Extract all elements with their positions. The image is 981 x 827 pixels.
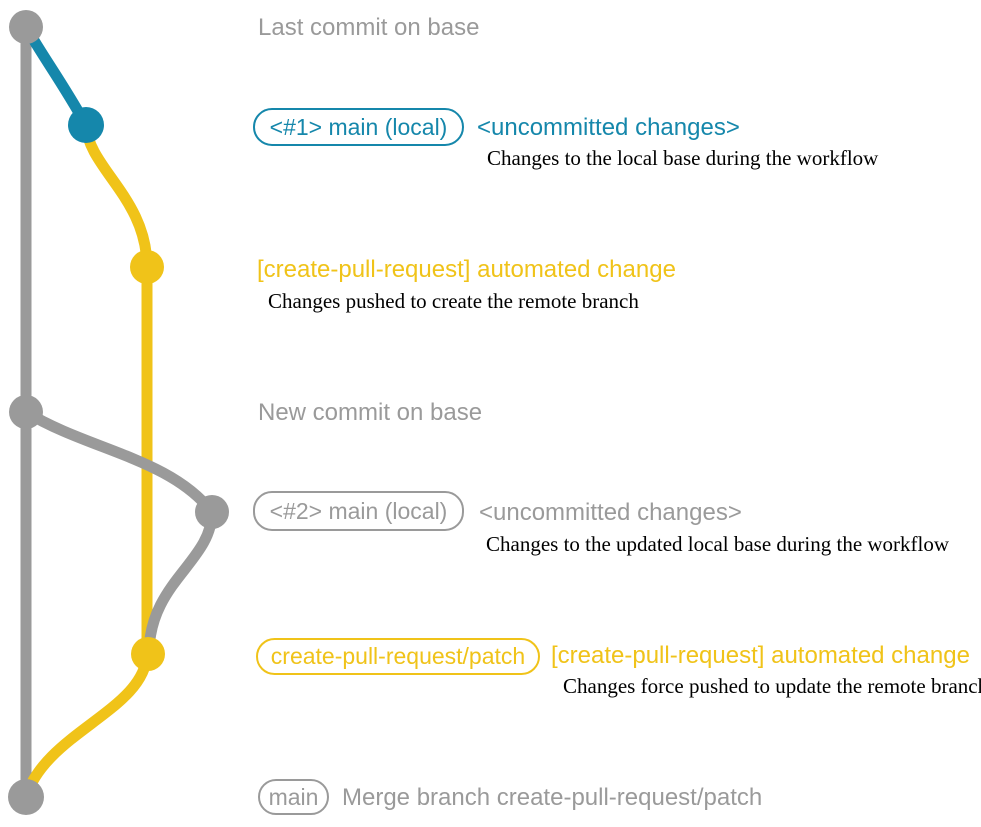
git-graph bbox=[8, 10, 229, 815]
local-2-description: Changes to the updated local base during… bbox=[486, 532, 950, 556]
patch-branch-line bbox=[80, 119, 153, 660]
commit-node-patch-2 bbox=[131, 637, 165, 671]
commit-node-new-base bbox=[9, 395, 43, 429]
merge-edge bbox=[20, 648, 153, 803]
commit-node-local-1 bbox=[68, 107, 104, 143]
uncommitted-changes-status-2: <uncommitted changes> bbox=[479, 499, 742, 526]
commit-node-merge bbox=[8, 779, 44, 815]
commit-node-patch-1 bbox=[130, 250, 164, 284]
branch-label-text: <#1> main (local) bbox=[269, 113, 448, 140]
branch-label-main-local-1: <#1> main (local) bbox=[253, 108, 464, 146]
local-1-description: Changes to the local base during the wor… bbox=[487, 146, 879, 170]
commit-node-last-base bbox=[9, 10, 43, 44]
branch-label-patch: create-pull-request/patch bbox=[256, 638, 540, 675]
merge-commit-message: Merge branch create-pull-request/patch bbox=[342, 784, 763, 811]
commit-message-push-1: [create-pull-request] automated change bbox=[257, 256, 676, 283]
last-commit-heading: Last commit on base bbox=[258, 14, 480, 41]
commit-message-push-2: [create-pull-request] automated change bbox=[551, 642, 970, 669]
push-2-description: Changes force pushed to update the remot… bbox=[563, 674, 981, 698]
branch-label-text: create-pull-request/patch bbox=[270, 643, 526, 669]
branch-label-text: <#2> main (local) bbox=[269, 497, 448, 524]
branch-label-text: main bbox=[268, 783, 319, 810]
uncommitted-changes-status-1: <uncommitted changes> bbox=[477, 114, 740, 141]
rebase-edge bbox=[20, 406, 218, 660]
push-1-description: Changes pushed to create the remote bran… bbox=[268, 289, 639, 313]
branch-label-main: main bbox=[258, 779, 329, 815]
branch-label-main-local-2: <#2> main (local) bbox=[253, 491, 464, 531]
new-commit-heading: New commit on base bbox=[258, 399, 483, 426]
commit-node-local-2 bbox=[195, 495, 229, 529]
